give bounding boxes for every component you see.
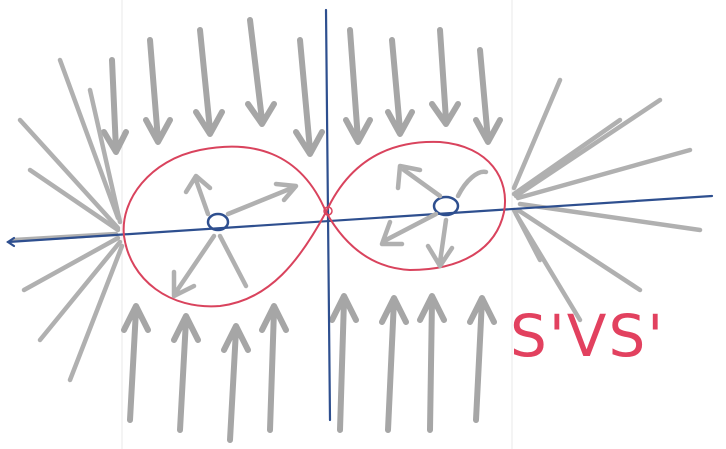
handwritten-label: S'VS' xyxy=(510,302,665,370)
flow-arrows-top xyxy=(104,20,500,154)
flow-arrows-left xyxy=(14,60,122,380)
flow-arrows-bottom xyxy=(124,296,494,440)
flow-arrows-right xyxy=(514,80,700,320)
